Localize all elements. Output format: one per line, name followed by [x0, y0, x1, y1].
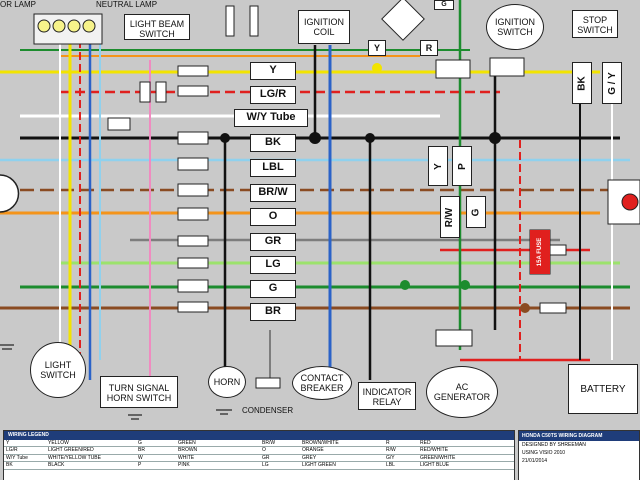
legend-row: Y YELLOW G GREEN BR/W BROWN/WHITE R RED: [4, 439, 514, 447]
battery-box: BATTERY: [568, 364, 638, 414]
legend-cell: LBL: [386, 462, 395, 468]
wire-tag-br: BR: [250, 303, 296, 321]
ignition-coil-box: IGNITION COIL: [298, 10, 350, 44]
legend-cell: GREEN: [178, 439, 196, 446]
credit-line-3: 21/01/2014: [522, 458, 548, 464]
wire-tag-gr: GR: [250, 233, 296, 251]
light-beam-switch-box: LIGHT BEAM SWITCH: [124, 14, 190, 40]
tag-gy-stop: G / Y: [602, 62, 622, 104]
legend-cell: LIGHT GREEN: [302, 462, 336, 468]
legend-cell: YELLOW: [48, 439, 69, 446]
legend-cell: BK: [6, 462, 13, 468]
wire-tag-lgr: LG/R: [250, 86, 296, 104]
wire-tag-lbl: LBL: [250, 159, 296, 177]
ground-icons: [0, 344, 232, 420]
stop-switch-box: STOP SWITCH: [572, 10, 618, 38]
tag-y-top: Y: [368, 40, 386, 56]
legend-cell: BLACK: [48, 462, 65, 468]
tail-light-icon: [607, 179, 640, 225]
legend-cell: ORANGE: [302, 447, 324, 453]
lamp-top-left-label: OR LAMP: [0, 0, 37, 9]
legend-cell: G: [138, 439, 142, 446]
wire-tag-g: G: [250, 280, 296, 298]
turn-signal-horn-switch-box: TURN SIGNAL HORN SWITCH: [100, 376, 178, 408]
legend-cell: BR: [138, 447, 145, 453]
credit-line-2: USING VISIO 2010: [522, 450, 566, 456]
connector-left: [107, 65, 567, 314]
legend-cell: RED: [420, 439, 431, 446]
tag-p-mid: P: [452, 146, 472, 186]
wire-tag-wy-tube: W/Y Tube: [234, 109, 308, 127]
neutral-lamp-label: NEUTRAL LAMP: [96, 0, 158, 9]
ac-generator-circle: AC GENERATOR: [426, 366, 498, 418]
credit-box: HONDA C50TS WIRING DIAGRAM DESIGNED BY S…: [518, 430, 640, 480]
legend-cell: LG: [262, 462, 269, 468]
legend-row: BK BLACK P PINK LG LIGHT GREEN LBL LIGHT BLUE: [4, 462, 514, 470]
legend-cell: GREEN/WHITE: [420, 454, 456, 461]
legend-cell: R: [386, 439, 390, 446]
wire-tag-lg: LG: [250, 256, 296, 274]
tag-rw-mid: R/W: [440, 196, 460, 238]
wire-tag-bk: BK: [250, 134, 296, 152]
horn-circle: HORN: [208, 366, 246, 398]
legend-cell: GR: [262, 454, 270, 461]
legend-cell: LG/R: [6, 447, 18, 453]
headlight-icon: [0, 174, 20, 213]
legend-cell: PINK: [178, 462, 190, 468]
legend-cell: WHITE/YELLOW TUBE: [48, 454, 101, 461]
legend-rows: Y YELLOW G GREEN BR/W BROWN/WHITE R RED LG/R LIGH…: [4, 440, 514, 470]
legend-cell: LIGHT BLUE: [420, 462, 450, 468]
wire-tag-y: Y: [250, 62, 296, 80]
wiring-legend: WIRING LEGEND Y YELLOW G GREEN BR/W BROWN/WHI…: [3, 430, 515, 480]
wire-tag-brw: BR/W: [250, 184, 296, 202]
rectifier-icon: [381, 0, 425, 41]
legend-cell: GREY: [302, 454, 317, 461]
legend-title: WIRING LEGEND: [4, 431, 514, 440]
legend-cell: W: [138, 454, 143, 461]
legend-row: W/Y Tube WHITE/YELLOW TUBE W WHITE GR GREY G/Y…: [4, 454, 514, 462]
legend-cell: BROWN/WHITE: [302, 439, 339, 446]
condenser-label: CONDENSER: [242, 406, 294, 415]
indicator-relay-box: INDICATOR RELAY: [358, 382, 416, 410]
junction-dots: [220, 63, 530, 313]
legend-cell: W/Y Tube: [6, 454, 28, 461]
legend-cell: G/Y: [386, 454, 395, 461]
legend-cell: R/W: [386, 447, 396, 453]
legend-cell: LIGHT GREEN/RED: [48, 447, 94, 453]
fuse-label: 15A FUSE: [530, 230, 550, 274]
legend-cell: BROWN: [178, 447, 198, 453]
tag-r-top: R: [420, 40, 438, 56]
legend-cell: P: [138, 462, 142, 468]
credit-line-1: DESIGNED BY SHREEMAN: [522, 442, 586, 448]
legend-cell: BR/W: [262, 439, 276, 446]
legend-cell: O: [262, 447, 266, 453]
legend-cell: RED/WHITE: [420, 447, 449, 453]
tag-y-mid: Y: [428, 146, 448, 186]
ignition-switch-circle: IGNITION SWITCH: [486, 4, 544, 50]
condenser-icon: [255, 377, 281, 389]
tag-g-mid: G: [466, 196, 486, 228]
legend-row: LG/R LIGHT GREEN/RED BR BROWN O ORANGE R/W RED/…: [4, 447, 514, 455]
wire-tag-o: O: [250, 208, 296, 226]
tag-bk-stop: BK: [572, 62, 592, 104]
light-switch-circle: LIGHT SWITCH: [30, 342, 86, 398]
lamp-cluster: [33, 13, 103, 45]
spark-plugs: [225, 5, 259, 37]
legend-cell: WHITE: [178, 454, 195, 461]
legend-cell: Y: [6, 439, 10, 446]
tag-g-top: G: [434, 0, 454, 10]
connector-pins-top: [435, 57, 525, 347]
credit-title: HONDA C50TS WIRING DIAGRAM: [519, 431, 639, 441]
contact-breaker-circle: CONTACT BREAKER: [292, 366, 352, 400]
